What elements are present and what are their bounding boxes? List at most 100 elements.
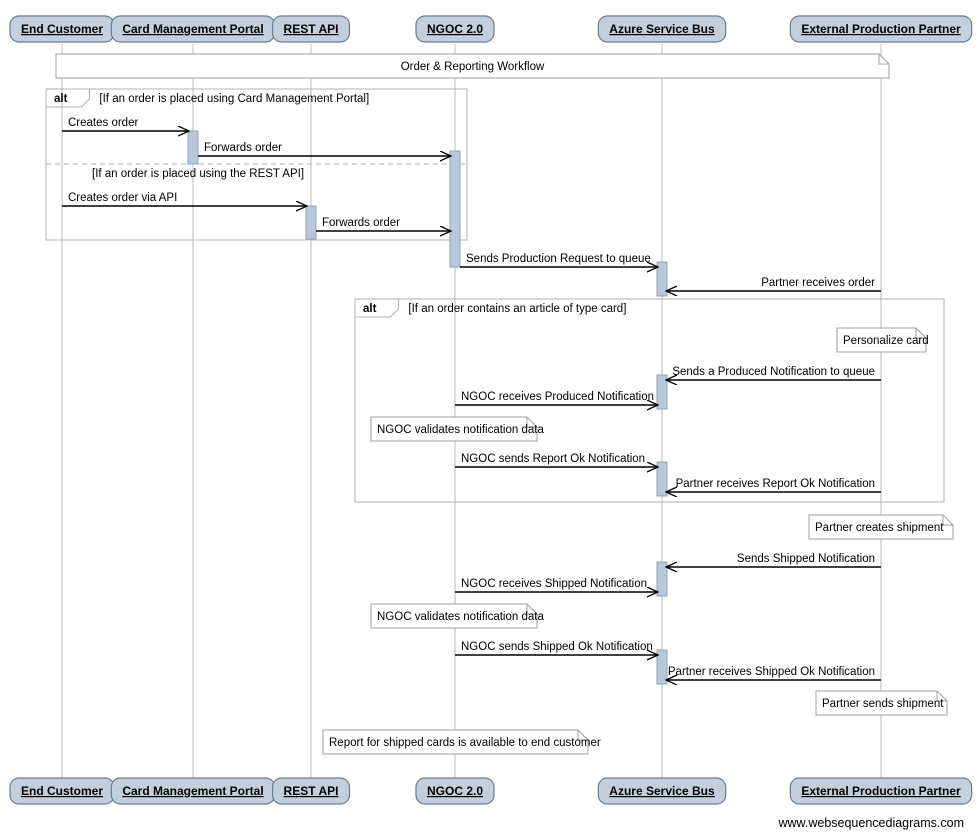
participant-label: REST API bbox=[284, 22, 339, 36]
activation-bar bbox=[449, 150, 461, 268]
message-m11: Sends Shipped Notification bbox=[667, 553, 881, 567]
participant-label: End Customer bbox=[21, 22, 103, 36]
note-text: Report for shipped cards is available to… bbox=[329, 737, 601, 749]
message-m2: Forwards order bbox=[198, 142, 450, 156]
note-note-personalize-card: Personalize card bbox=[836, 327, 929, 353]
fragment-operator-label: alt bbox=[54, 93, 68, 105]
participant-label: Azure Service Bus bbox=[609, 22, 715, 36]
participant-rest-api-bottom[interactable]: REST API bbox=[271, 777, 351, 805]
message-m8: NGOC receives Produced Notification bbox=[455, 391, 657, 405]
participant-card-management-portal-bottom[interactable]: Card Management Portal bbox=[110, 777, 276, 805]
participant-azure-service-bus-top[interactable]: Azure Service Bus bbox=[597, 15, 727, 43]
participant-label: External Production Partner bbox=[801, 784, 961, 798]
message-label: NGOC receives Produced Notification bbox=[461, 391, 654, 403]
watermark: www.websequencediagrams.com bbox=[778, 816, 964, 830]
message-label: NGOC sends Report Ok Notification bbox=[461, 453, 645, 465]
message-m10: Partner receives Report Ok Notification bbox=[667, 478, 881, 492]
note-note-validate-1: NGOC validates notification data bbox=[370, 416, 544, 442]
message-m4: Forwards order bbox=[316, 217, 450, 231]
message-label: NGOC sends Shipped Ok Notification bbox=[461, 641, 653, 653]
activation-bar bbox=[656, 461, 668, 497]
fragment-alt-order-placement: alt [If an order is placed using Card Man… bbox=[45, 88, 468, 241]
message-m6: Partner receives order bbox=[667, 277, 881, 291]
participant-label: REST API bbox=[284, 784, 339, 798]
participant-box[interactable] bbox=[271, 15, 351, 43]
fragment-alt-article-type-card: alt [If an order contains an article of t… bbox=[354, 298, 945, 503]
participant-label: End Customer bbox=[21, 784, 103, 798]
fragment-guard-condition: [If an order is placed using Card Manage… bbox=[99, 93, 369, 105]
note-note-partner-shipment: Partner creates shipment bbox=[808, 514, 954, 540]
note-text: Partner sends shipment bbox=[822, 698, 944, 710]
participant-rest-api-top[interactable]: REST API bbox=[271, 15, 351, 43]
participant-azure-service-bus-bottom[interactable]: Azure Service Bus bbox=[597, 777, 727, 805]
fragment-operator-tab bbox=[354, 298, 399, 318]
participant-box[interactable] bbox=[789, 15, 973, 43]
message-label: Forwards order bbox=[322, 217, 400, 229]
activation-bar bbox=[656, 261, 668, 297]
participant-label: NGOC 2.0 bbox=[427, 22, 483, 36]
participant-end-customer-top[interactable]: End Customer bbox=[9, 15, 115, 43]
message-label: Sends a Produced Notification to queue bbox=[672, 366, 875, 378]
participant-box[interactable] bbox=[789, 777, 973, 805]
participants-bottom: End Customer Card Management Portal REST A… bbox=[9, 777, 973, 805]
diagram-title-text: Order & Reporting Workflow bbox=[401, 61, 545, 73]
message-m5: Sends Production Request to queue bbox=[460, 253, 657, 267]
activation-bar bbox=[656, 649, 668, 685]
participant-box[interactable] bbox=[597, 15, 727, 43]
fragments-layer: alt [If an order is placed using Card Man… bbox=[45, 88, 945, 503]
note-text: NGOC validates notification data bbox=[377, 611, 544, 623]
note-text: NGOC validates notification data bbox=[377, 424, 544, 436]
note-text: Partner creates shipment bbox=[815, 522, 944, 534]
participant-end-customer-bottom[interactable]: End Customer bbox=[9, 777, 115, 805]
message-label: NGOC receives Shipped Notification bbox=[461, 578, 647, 590]
participants-top: End Customer Card Management Portal REST A… bbox=[9, 15, 973, 43]
fragment-guard-condition-alt: [If an order is placed using the REST AP… bbox=[92, 168, 304, 180]
message-m7: Sends a Produced Notification to queue bbox=[667, 366, 881, 380]
activation-bar bbox=[656, 561, 668, 597]
message-label: Partner receives order bbox=[761, 277, 875, 289]
message-label: Sends Shipped Notification bbox=[737, 553, 875, 565]
activations-layer bbox=[187, 130, 668, 685]
message-m3: Creates order via API bbox=[62, 192, 306, 206]
title-note-layer: Order & Reporting Workflow bbox=[55, 53, 890, 79]
message-m12: NGOC receives Shipped Notification bbox=[455, 578, 657, 592]
participant-external-production-partner-bottom[interactable]: External Production Partner bbox=[789, 777, 973, 805]
message-label: Partner receives Shipped Ok Notification bbox=[668, 666, 875, 678]
participant-label: External Production Partner bbox=[801, 22, 961, 36]
message-m13: NGOC sends Shipped Ok Notification bbox=[455, 641, 657, 655]
message-label: Sends Production Request to queue bbox=[466, 253, 651, 265]
participant-external-production-partner-top[interactable]: External Production Partner bbox=[789, 15, 973, 43]
message-label: Forwards order bbox=[204, 142, 282, 154]
note-note-partner-sends: Partner sends shipment bbox=[815, 690, 948, 716]
activation-bar bbox=[305, 205, 317, 240]
participant-box[interactable] bbox=[415, 777, 495, 805]
participant-card-management-portal-top[interactable]: Card Management Portal bbox=[110, 15, 276, 43]
message-label: Partner receives Report Ok Notification bbox=[676, 478, 875, 490]
note-note-validate-2: NGOC validates notification data bbox=[370, 603, 544, 629]
message-m14: Partner receives Shipped Ok Notification bbox=[667, 666, 881, 680]
diagram-title-note: Order & Reporting Workflow bbox=[55, 53, 890, 79]
participant-box[interactable] bbox=[597, 777, 727, 805]
activation-bar bbox=[187, 130, 199, 165]
participant-box[interactable] bbox=[271, 777, 351, 805]
participant-box[interactable] bbox=[415, 15, 495, 43]
participant-label: NGOC 2.0 bbox=[427, 784, 483, 798]
message-label: Creates order via API bbox=[68, 192, 177, 204]
participant-label: Card Management Portal bbox=[122, 22, 263, 36]
fragment-operator-label: alt bbox=[363, 303, 377, 315]
note-note-report-available: Report for shipped cards is available to… bbox=[322, 729, 601, 755]
message-m1: Creates order bbox=[62, 117, 188, 131]
participant-ngoc-top[interactable]: NGOC 2.0 bbox=[415, 15, 495, 43]
participant-ngoc-bottom[interactable]: NGOC 2.0 bbox=[415, 777, 495, 805]
activation-bar bbox=[656, 374, 668, 410]
participant-label: Azure Service Bus bbox=[609, 784, 715, 798]
fragment-operator-tab bbox=[45, 88, 90, 108]
fragment-guard-condition: [If an order contains an article of type… bbox=[408, 303, 626, 315]
message-m9: NGOC sends Report Ok Notification bbox=[455, 453, 657, 467]
participant-label: Card Management Portal bbox=[122, 784, 263, 798]
note-text: Personalize card bbox=[843, 335, 929, 347]
